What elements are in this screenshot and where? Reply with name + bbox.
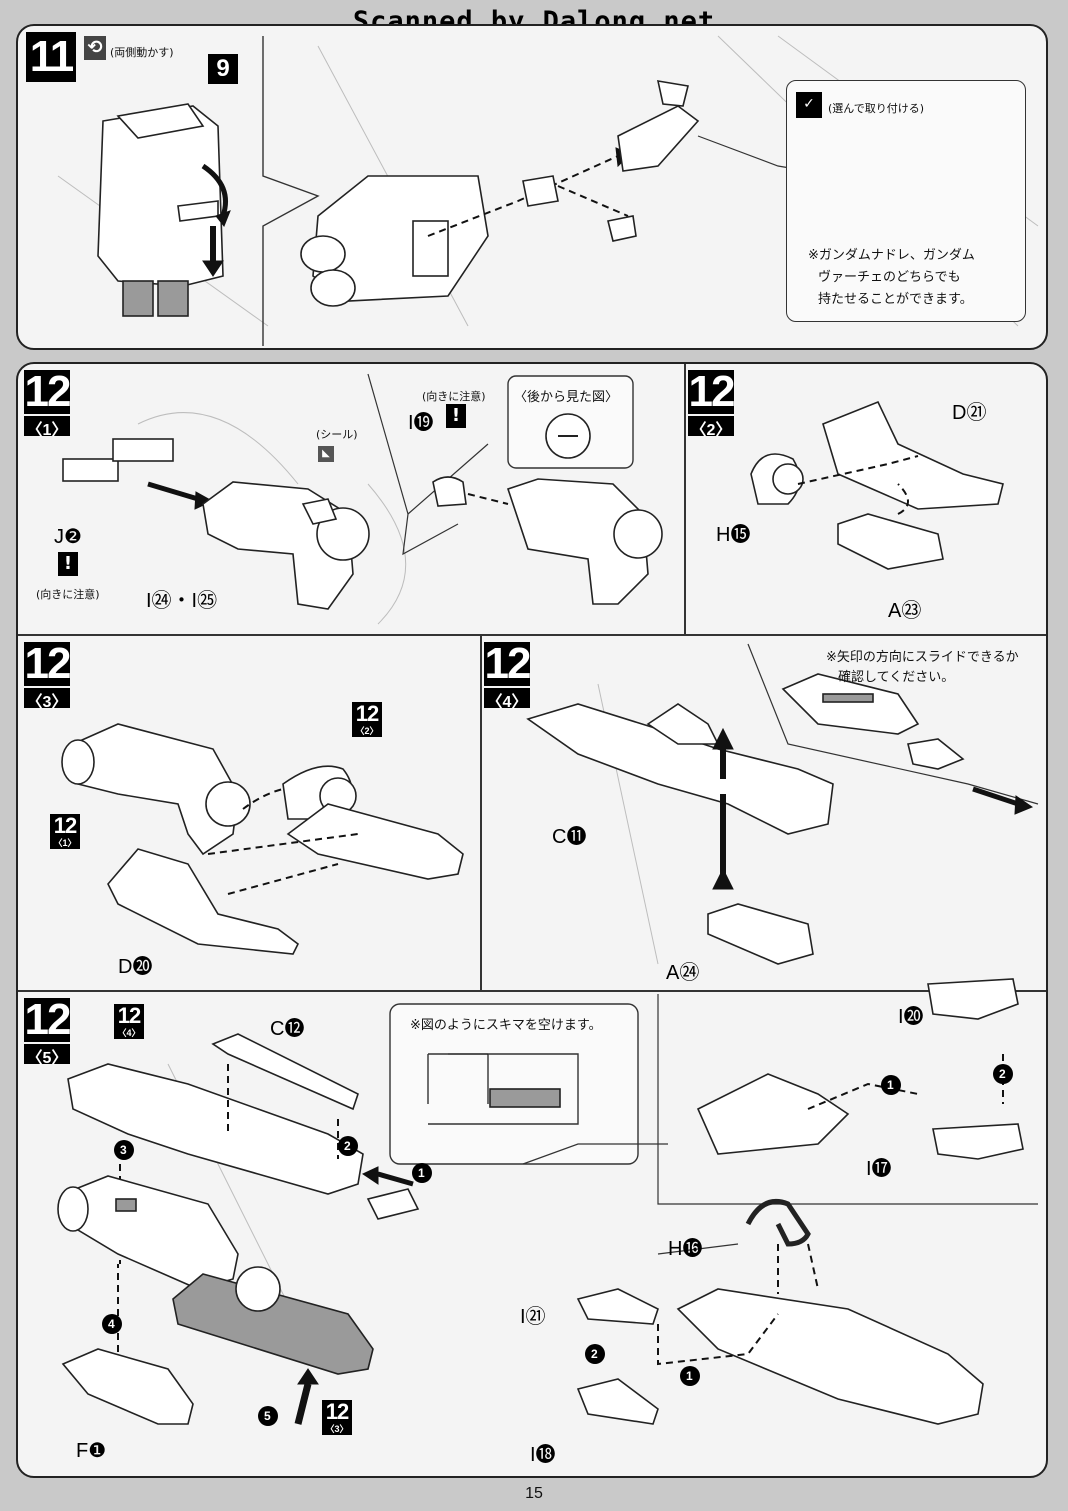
part-i24-i25: I㉔・I㉕ <box>146 590 218 612</box>
seal-label: (シール) <box>316 428 358 441</box>
svg-text:1: 1 <box>686 1369 693 1383</box>
slide-note-2: 確認してください。 <box>838 670 955 685</box>
step-11-number: 11 <box>26 32 76 82</box>
ref-9: 9 <box>208 54 238 84</box>
page-number: 15 <box>525 1485 543 1502</box>
part-i19: I⓳ <box>408 412 434 434</box>
ref-sub: 〈1〉 <box>53 838 77 848</box>
step-12-1-sub: 〈1〉 <box>24 416 70 439</box>
step-11-illustration <box>57 35 1039 346</box>
slide-note-1: ※矢印の方向にスライドできるか <box>826 650 1019 665</box>
ref-12-2-in-12-3: 12 〈2〉 <box>352 702 382 737</box>
part-i20: I⓴ <box>898 1006 924 1028</box>
step-12-5-sub: 〈5〉 <box>24 1044 70 1067</box>
step-11-icon-note: (両側動かす) <box>110 46 174 59</box>
ref-number: 12 <box>325 1399 349 1424</box>
ref-sub: 〈2〉 <box>355 726 379 736</box>
caution-label-2: (向きに注意) <box>36 588 100 601</box>
step-12-2-number: 12 <box>688 367 735 416</box>
step-11-notebox <box>786 80 1026 322</box>
svg-text:2: 2 <box>999 1067 1006 1081</box>
select-icon: ✓ <box>796 92 822 118</box>
step-11-select-note: (選んで取り付ける) <box>828 102 925 115</box>
step-11-panel: 11 ⟲ (両側動かす) 9 ✓ (選んで取り付ける) ※ガンダムナドレ、ガンダ… <box>16 24 1048 350</box>
part-i21: I㉑ <box>520 1306 546 1328</box>
part-d20: D⓴ <box>118 956 153 978</box>
step-12-2-sub: 〈2〉 <box>688 416 734 439</box>
step-12-3-sub: 〈3〉 <box>24 688 70 711</box>
svg-text:2: 2 <box>344 1139 351 1153</box>
back-view-label: 〈後から見た図〉 <box>514 390 619 405</box>
svg-text:1: 1 <box>418 1166 425 1180</box>
svg-text:3: 3 <box>120 1143 127 1157</box>
step-12-4-number: 12 <box>484 639 531 688</box>
part-a23: A㉓ <box>888 600 922 622</box>
ref-12-1-in-12-3: 12 〈1〉 <box>50 814 80 849</box>
caution-icon-1: ! <box>446 404 466 428</box>
part-i17: I⓱ <box>866 1158 892 1180</box>
ref-number: 12 <box>53 813 77 838</box>
part-d21: D㉑ <box>952 402 987 424</box>
step-11-note-2: ヴァーチェのどちらでも <box>818 270 961 285</box>
step-11-note-3: 持たせることができます。 <box>818 292 973 307</box>
caution-label-1: (向きに注意) <box>422 390 486 403</box>
part-c11: C⓫ <box>552 826 587 848</box>
step-12-1-number: 12 <box>24 367 71 416</box>
svg-text:4: 4 <box>108 1317 115 1331</box>
step-bullets: 3 2 1 4 5 1 2 2 1 <box>102 1064 1013 1426</box>
cell-12-2 <box>684 364 1046 636</box>
step-12-5-number: 12 <box>24 995 71 1044</box>
svg-text:1: 1 <box>887 1078 894 1092</box>
cell-12-1 <box>18 364 686 636</box>
ref-12-4-in-12-5: 12 〈4〉 <box>114 1004 144 1039</box>
step-12-3-number: 12 <box>24 639 71 688</box>
part-f1: F❶ <box>76 1440 107 1462</box>
ref-sub: 〈3〉 <box>325 1424 349 1434</box>
ref-12-3-in-12-5: 12 〈3〉 <box>322 1400 352 1435</box>
part-i18: I⓲ <box>530 1444 556 1466</box>
ref-number: 12 <box>355 701 379 726</box>
step-12-illustration: 3 2 1 4 5 1 2 2 1 <box>57 373 1039 1426</box>
step-11-note-1: ※ガンダムナドレ、ガンダム <box>808 248 975 263</box>
ref-number: 12 <box>117 1003 141 1028</box>
part-c12: C⓬ <box>270 1018 305 1040</box>
cell-12-4 <box>480 634 1046 992</box>
cell-12-3 <box>18 634 482 992</box>
caution-icon-2: ! <box>58 552 78 576</box>
step-12-4-sub: 〈4〉 <box>484 688 530 711</box>
part-a24: A㉔ <box>666 962 700 984</box>
cell-12-5 <box>18 990 1046 1476</box>
part-h16: H⓰ <box>668 1238 703 1260</box>
seal-icon: ◣ <box>318 446 334 462</box>
part-j2: J❷ <box>54 526 82 548</box>
step-12-panel: 3 2 1 4 5 1 2 2 1 12 〈1〉 (シール) ◣ (向きに注意)… <box>16 362 1048 1478</box>
svg-text:5: 5 <box>264 1409 271 1423</box>
part-h15: H⓯ <box>716 524 751 546</box>
gap-note: ※図のようにスキマを空けます。 <box>410 1018 602 1033</box>
svg-text:2: 2 <box>591 1347 598 1361</box>
ref-sub: 〈4〉 <box>117 1028 141 1038</box>
rotate-both-icon: ⟲ <box>84 36 106 60</box>
